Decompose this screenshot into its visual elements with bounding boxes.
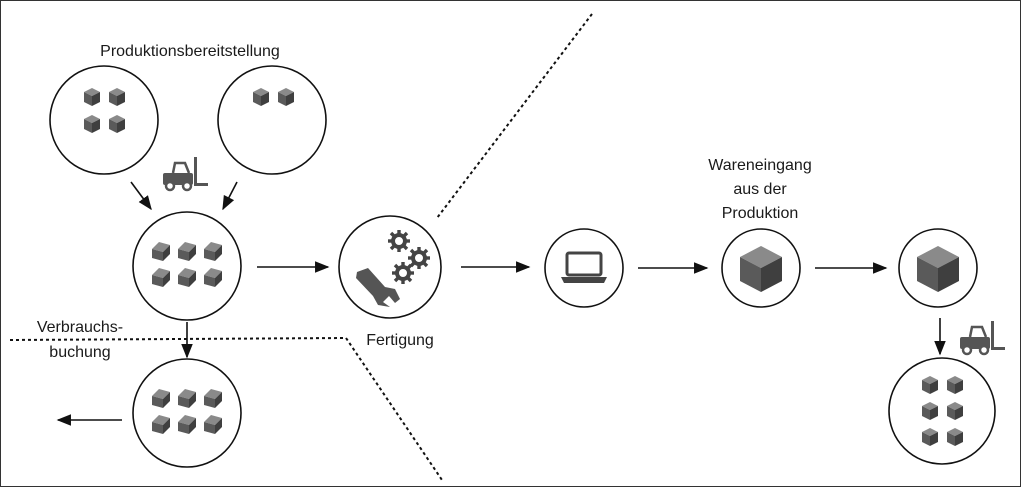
laptop-icon xyxy=(561,251,607,283)
boundary-line-upper xyxy=(436,13,593,219)
node-consumed-stock xyxy=(132,358,242,468)
boundary-line-lower xyxy=(345,337,443,481)
cube-icon xyxy=(740,246,782,292)
label-provision: Produktionsbereitstellung xyxy=(100,43,280,60)
label-consumption-line2: buchung xyxy=(49,344,111,361)
node-manufacturing xyxy=(338,215,442,319)
label-receipt-line2: aus der xyxy=(733,181,787,198)
node-source-stock-b xyxy=(217,65,327,175)
node-source-stock-a xyxy=(49,65,159,175)
arrow-stock-a-to-staging xyxy=(130,181,152,211)
forklift-icon xyxy=(161,155,210,192)
boundary-line-horizontal xyxy=(9,337,347,341)
label-receipt-line3: Produktion xyxy=(721,205,799,222)
arrow-stock-b-to-staging xyxy=(222,181,238,211)
label-consumption-line1: Verbrauchs- xyxy=(36,319,124,336)
area-boundaries xyxy=(9,13,593,481)
cube-icon xyxy=(917,246,959,292)
label-receipt-line1: Wareneingang xyxy=(708,157,812,174)
tools-gears-icon xyxy=(356,228,432,307)
node-warehouse-stock xyxy=(888,357,996,465)
node-staging-stock xyxy=(132,211,242,321)
forklift-icon xyxy=(958,319,1007,356)
label-manufacturing: Fertigung xyxy=(366,332,434,349)
